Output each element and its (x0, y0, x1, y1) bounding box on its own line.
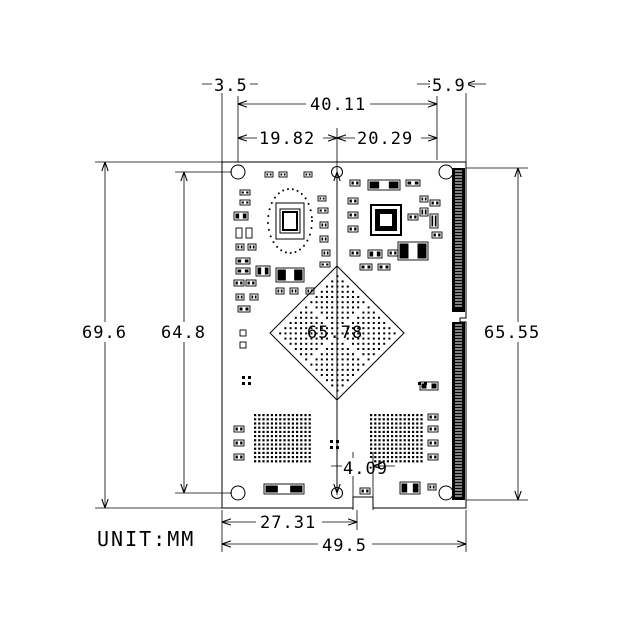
qfp-chip-left (267, 188, 313, 254)
passive-components (233, 171, 443, 495)
bga-chip (269, 265, 405, 401)
qfn-chip-right (370, 204, 402, 236)
dim-right-span: 20.29 (357, 129, 413, 149)
dim-bottom-span: 27.31 (260, 513, 316, 533)
dim-bottom-gap: 4.09 (343, 459, 388, 479)
dim-connector-height: 65.55 (484, 323, 540, 343)
dim-left-margin: 3.5 (214, 76, 248, 96)
memory-pads-right (370, 414, 423, 463)
dim-left-span: 19.82 (259, 129, 315, 149)
edge-connector-lower (452, 322, 465, 500)
dim-inner-height: 64.8 (161, 323, 206, 343)
edge-connector-upper (452, 168, 465, 312)
dim-total-width: 49.5 (322, 536, 367, 556)
memory-pads-left (254, 414, 311, 463)
dimension-labels: 3.5 5.9 40.11 19.82 20.29 69.6 64.8 65.5… (80, 75, 546, 556)
unit-label: UNIT:MM (97, 527, 195, 551)
dim-diagonal: 65.78 (307, 323, 363, 343)
dim-right-margin: 5.9 (432, 76, 466, 96)
dim-top-span: 40.11 (310, 95, 366, 115)
dim-outer-height: 69.6 (82, 323, 127, 343)
